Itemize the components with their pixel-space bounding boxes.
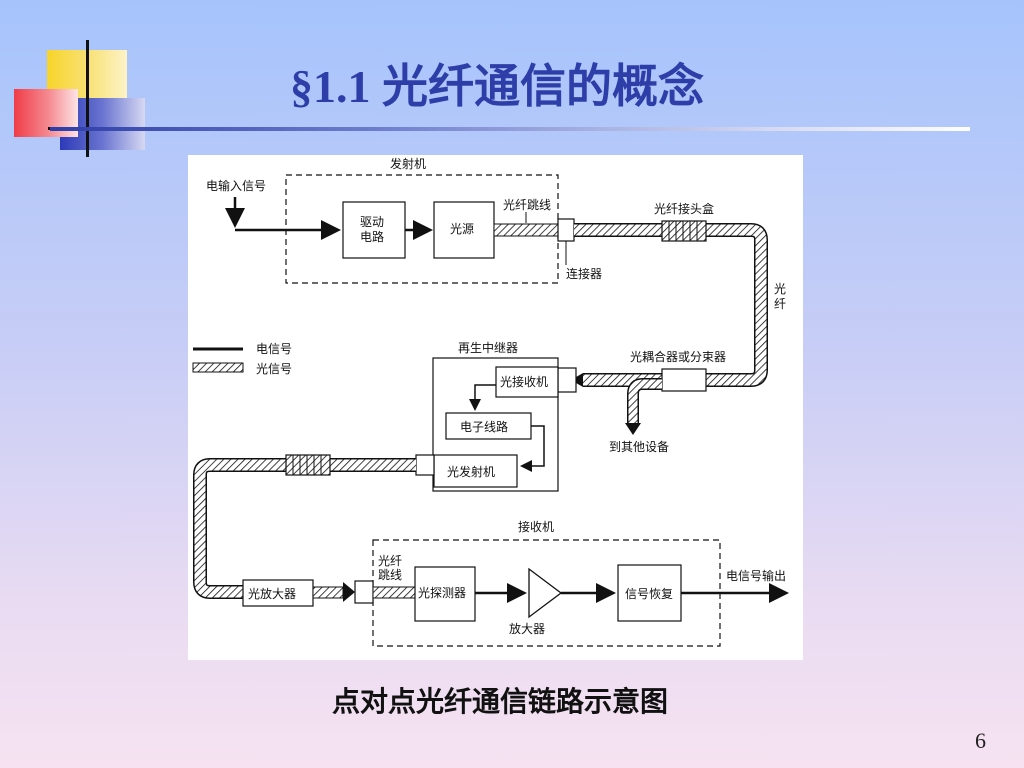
- signal-recovery-box: [617, 564, 682, 622]
- amp-output-arrow: [343, 582, 355, 602]
- title-rule: [50, 127, 970, 131]
- repeater-rx-connector: [557, 367, 577, 393]
- deco-vertical-line: [86, 40, 89, 157]
- main-fiber: [574, 224, 767, 386]
- splice-box-label: 光纤接头盒: [654, 201, 714, 216]
- amp-to-rx-fiber: [312, 586, 344, 599]
- splice-box: [661, 220, 707, 242]
- output-signal-label: 电信号输出: [726, 568, 786, 583]
- photodetector-box: [414, 566, 476, 622]
- fiber-link-diagram: 发射机 电输入信号 驱动 电路 光源 光纤跳线 连接器 光纤接头盒 光 纤 电信…: [188, 155, 803, 660]
- optical-amplifier-box: [242, 579, 314, 607]
- legend-optical-label: 光信号: [256, 362, 292, 376]
- input-signal-label: 电输入信号: [206, 178, 266, 193]
- optical-amplifier-label: 光放大器: [248, 586, 296, 601]
- rx-jumper-label-1: 光纤: [378, 554, 402, 568]
- legend-electrical-label: 电信号: [256, 342, 292, 356]
- receiver-label: 接收机: [518, 519, 554, 534]
- transmitter-label: 发射机: [390, 156, 426, 171]
- fiber-label-1: 光: [774, 282, 786, 296]
- coupler-box: [661, 368, 707, 392]
- light-source-label: 光源: [450, 222, 474, 236]
- rx-to-circuit-arrow: [469, 384, 496, 411]
- driver-circuit-box: [342, 201, 406, 259]
- signal-recovery-label: 信号恢复: [625, 587, 673, 601]
- other-equipment-label: 到其他设备: [609, 440, 669, 454]
- driver-label-1: 驱动: [360, 215, 384, 229]
- rx-jumper-fiber: [372, 586, 416, 599]
- repeater-tx-connector: [415, 454, 435, 476]
- optical-receiver-label: 光接收机: [500, 374, 548, 389]
- diagram-caption: 点对点光纤通信链路示意图: [331, 685, 668, 718]
- amplifier-label: 放大器: [509, 621, 545, 636]
- electronic-circuit-label: 电子线路: [460, 419, 508, 434]
- branch-arrow-head: [625, 423, 641, 435]
- lower-splice-box: [285, 454, 331, 476]
- electronic-circuit-box: [445, 412, 532, 440]
- diagram-svg: 发射机 电输入信号 驱动 电路 光源 光纤跳线 连接器 光纤接头盒 光 纤 电信…: [192, 156, 789, 647]
- tx-jumper-label: 光纤跳线: [503, 198, 551, 212]
- connector-label: 连接器: [566, 266, 602, 281]
- slide-title: §1.1 光纤通信的概念: [290, 61, 704, 112]
- optical-receiver-box: [495, 366, 559, 398]
- lower-fiber: [194, 459, 416, 598]
- tx-jumper-fiber: [493, 223, 559, 237]
- driver-label-2: 电路: [360, 229, 384, 244]
- repeater-label: 再生中继器: [458, 340, 518, 355]
- fiber-label-2: 纤: [774, 297, 786, 311]
- rx-jumper-label-2: 跳线: [378, 568, 402, 582]
- optical-transmitter-label: 光发射机: [447, 464, 495, 479]
- coupler-label: 光耦合器或分束器: [630, 349, 726, 364]
- page-number: 6: [975, 728, 986, 753]
- circuit-to-tx-arrow: [520, 425, 545, 472]
- receiver-connector: [354, 580, 374, 604]
- amplifier-triangle: [528, 567, 563, 619]
- connector-box: [557, 218, 575, 242]
- photodetector-label: 光探测器: [418, 586, 466, 600]
- branch-fiber: [628, 379, 662, 423]
- optical-transmitter-box: [433, 454, 518, 488]
- rx-input-arrow: [571, 373, 583, 387]
- legend-optical-line: [192, 362, 244, 373]
